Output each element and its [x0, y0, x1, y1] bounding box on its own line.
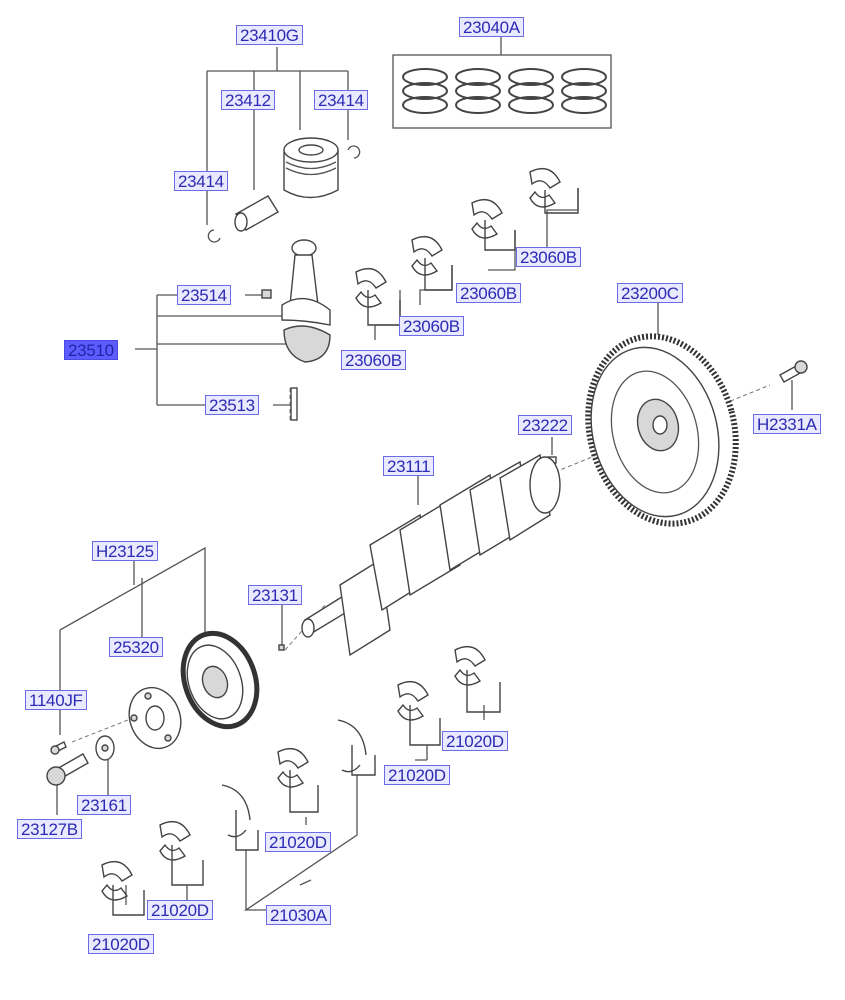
part-label-21020D[interactable]: 21020D	[384, 765, 450, 785]
small-parts-drawing	[46, 644, 285, 786]
part-label-23513[interactable]: 23513	[205, 395, 259, 415]
damper-pulley-drawing	[180, 630, 260, 730]
crankshaft-drawing	[301, 453, 561, 657]
part-label-25320[interactable]: 25320	[109, 637, 163, 657]
flywheel-drawing	[547, 333, 808, 527]
part-label-23060B[interactable]: 23060B	[516, 247, 581, 267]
part-label-23131[interactable]: 23131	[248, 585, 302, 605]
part-label-21020D[interactable]: 21020D	[147, 900, 213, 920]
part-label-23161[interactable]: 23161	[77, 795, 131, 815]
part-label-23127B[interactable]: 23127B	[17, 819, 82, 839]
piston-drawing	[283, 137, 339, 199]
part-label-H2331A[interactable]: H2331A	[753, 414, 821, 434]
pulley-hub-drawing	[128, 686, 182, 750]
part-label-H23125[interactable]: H23125	[92, 541, 158, 561]
part-label-23060B[interactable]: 23060B	[341, 350, 406, 370]
part-label-21020D[interactable]: 21020D	[442, 731, 508, 751]
part-label-21020D[interactable]: 21020D	[265, 832, 331, 852]
part-label-21030A[interactable]: 21030A	[266, 905, 331, 925]
part-label-23414[interactable]: 23414	[314, 90, 368, 110]
part-label-23410G[interactable]: 23410G	[236, 25, 303, 45]
snap-ring-drawings	[207, 145, 361, 243]
part-label-1140JF[interactable]: 1140JF	[25, 690, 87, 710]
main-bearing-drawings	[101, 646, 501, 916]
part-label-23200C[interactable]: 23200C	[617, 283, 683, 303]
part-label-21020D[interactable]: 21020D	[88, 934, 154, 954]
part-label-23060B[interactable]: 23060B	[399, 316, 464, 336]
part-label-23111[interactable]: 23111	[383, 456, 435, 476]
part-label-23222[interactable]: 23222	[518, 415, 572, 435]
piston-ring-set-drawing	[402, 68, 607, 114]
thrust-washer-drawings	[221, 719, 376, 851]
connecting-rod-drawing	[261, 239, 331, 421]
part-label-23412[interactable]: 23412	[221, 90, 275, 110]
rod-bearing-drawings	[355, 168, 579, 326]
part-label-23414[interactable]: 23414	[174, 171, 228, 191]
part-label-23060B[interactable]: 23060B	[456, 283, 521, 303]
part-label-23040A[interactable]: 23040A	[459, 17, 524, 37]
piston-pin-drawing	[234, 195, 279, 232]
part-label-23510-selected[interactable]: 23510	[64, 340, 118, 360]
part-label-23514[interactable]: 23514	[177, 285, 231, 305]
